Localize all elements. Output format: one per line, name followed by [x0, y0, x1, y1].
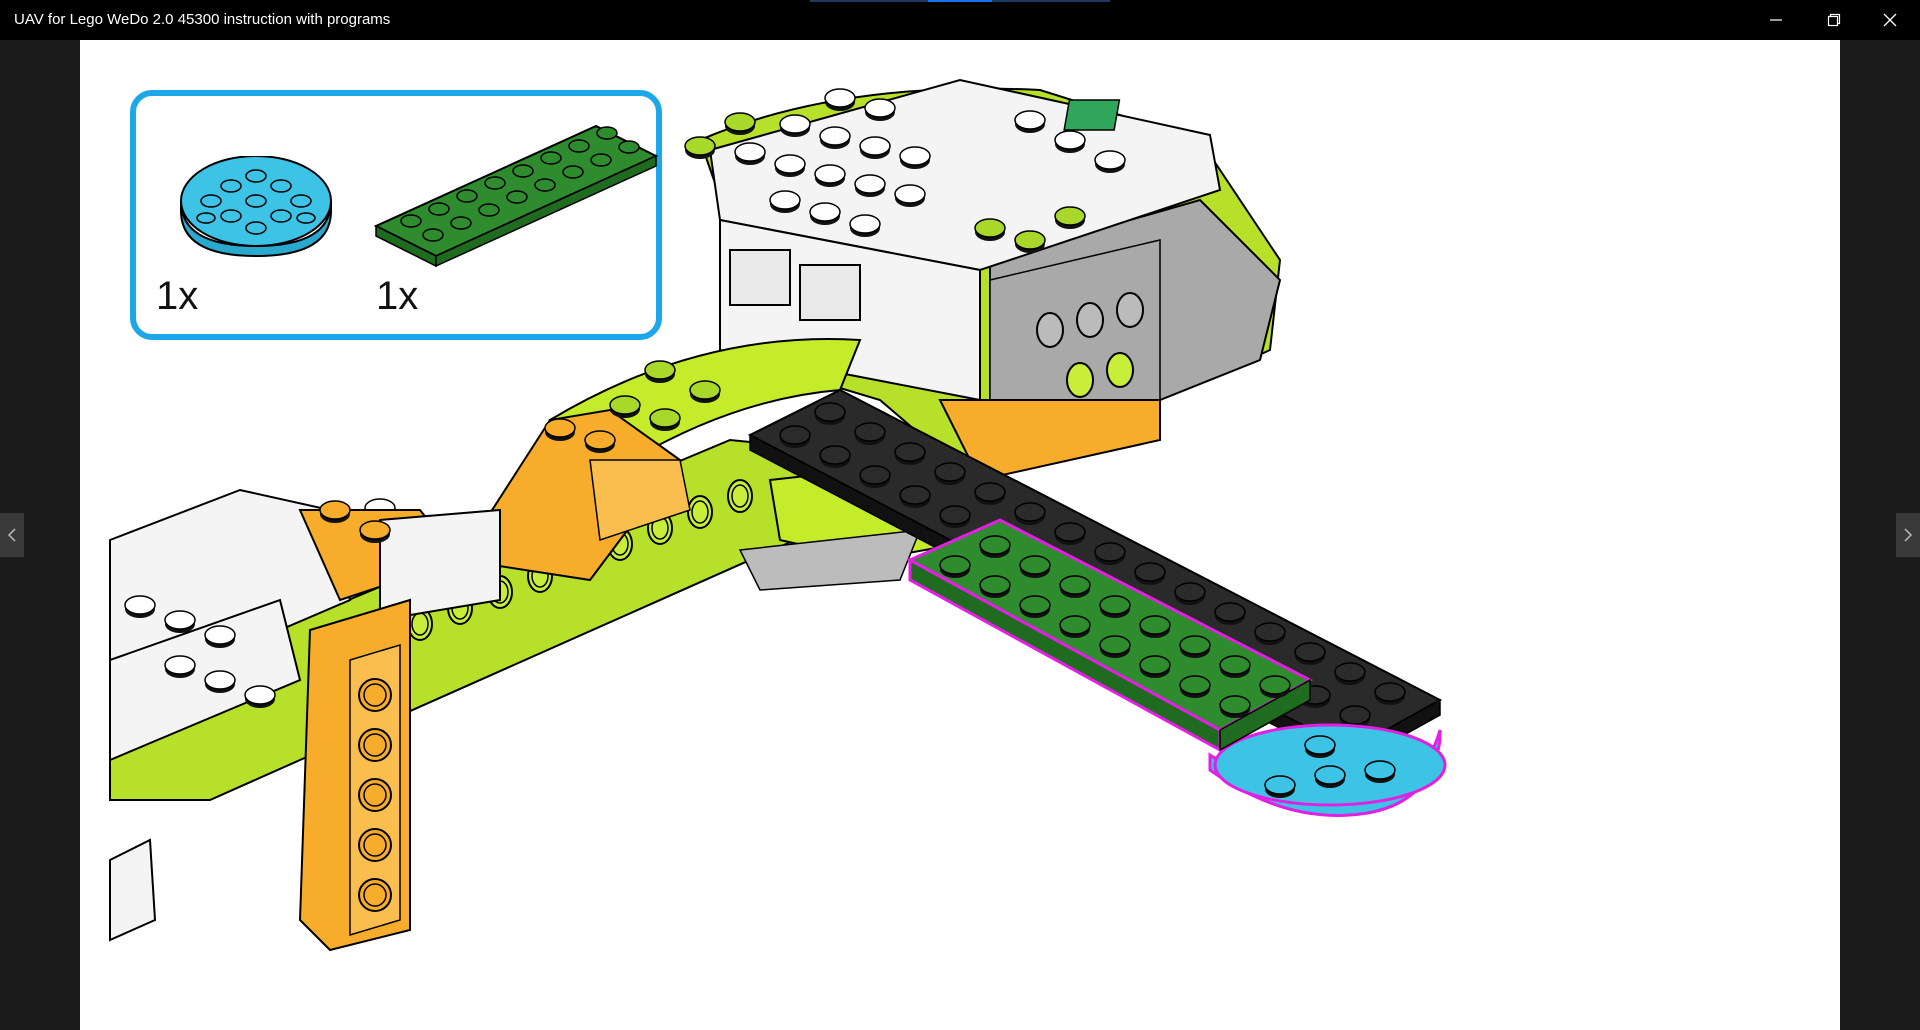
round-plate-part-image — [176, 156, 336, 266]
title-bar: UAV for Lego WeDo 2.0 45300 instruction … — [0, 0, 1920, 40]
close-icon — [1883, 13, 1897, 27]
title-accent-bar — [810, 0, 1110, 2]
green-plate-part-image — [371, 121, 661, 271]
instruction-page: 1x 1x — [80, 40, 1840, 1030]
parts-list-callout: 1x 1x — [130, 90, 662, 340]
round-plate-quantity: 1x — [156, 274, 198, 319]
minimize-icon — [1769, 13, 1783, 27]
chevron-left-icon — [7, 528, 17, 542]
restore-button[interactable] — [1806, 0, 1862, 40]
window-title: UAV for Lego WeDo 2.0 45300 instruction … — [14, 0, 390, 40]
previous-page-button[interactable] — [0, 513, 24, 557]
minimize-button[interactable] — [1748, 0, 1804, 40]
close-button[interactable] — [1862, 0, 1918, 40]
next-page-button[interactable] — [1896, 513, 1920, 557]
chevron-right-icon — [1903, 528, 1913, 542]
restore-icon — [1827, 13, 1841, 27]
green-plate-quantity: 1x — [376, 274, 418, 319]
